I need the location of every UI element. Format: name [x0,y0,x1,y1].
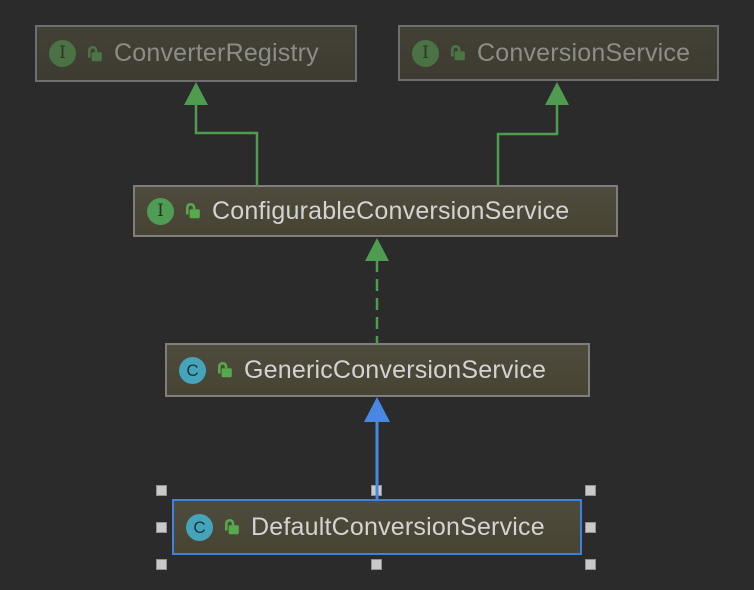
node-conversion-service[interactable]: I ConversionService [398,25,719,81]
class-icon-letter: C [193,517,206,537]
public-lock-icon [225,519,239,535]
public-lock-icon [186,203,200,219]
node-label: ConverterRegistry [114,39,319,67]
node-configurable-conversion-service[interactable]: I ConfigurableConversionService [133,185,618,237]
class-icon: C [186,513,213,541]
class-icon-letter: C [186,360,199,380]
edge-line [496,104,559,186]
interface-icon-letter: I [157,200,164,221]
selection-handle-e[interactable] [585,522,596,533]
public-lock-icon [451,45,465,61]
public-lock-icon [88,45,102,61]
node-label: ConfigurableConversionService [212,196,570,225]
interface-icon: I [147,197,174,225]
interface-icon: I [412,39,439,67]
selection-handle-se[interactable] [585,559,596,570]
selection-handle-w[interactable] [156,522,167,533]
node-label: DefaultConversionService [251,512,545,541]
extends-arrowhead-icon [545,82,569,105]
interface-icon: I [49,40,76,67]
public-lock-icon [218,362,232,378]
node-default-conversion-service[interactable]: C DefaultConversionService [172,499,582,555]
node-generic-conversion-service[interactable]: C GenericConversionService [165,343,590,397]
edge-implements-configurable-conversion-service[interactable] [365,238,389,344]
selection-handle-sw[interactable] [156,559,167,570]
selection-handle-ne[interactable] [585,485,596,496]
implements-arrowhead-icon [365,238,389,261]
class-icon: C [179,356,206,384]
selection-handle-s[interactable] [371,559,382,570]
interface-icon-letter: I [422,42,429,63]
edge-extends-conversion-service[interactable] [496,82,569,186]
node-label: ConversionService [477,38,691,67]
node-label: GenericConversionService [244,355,547,384]
node-converter-registry[interactable]: I ConverterRegistry [35,25,357,82]
extends-arrowhead-icon [184,82,208,105]
edge-line [194,104,259,186]
selection-handle-nw[interactable] [156,485,167,496]
edge-extends-converter-registry[interactable] [184,82,259,186]
extends-arrowhead-icon [364,397,390,422]
interface-icon-letter: I [59,43,66,63]
selection-handle-n[interactable] [371,485,382,496]
